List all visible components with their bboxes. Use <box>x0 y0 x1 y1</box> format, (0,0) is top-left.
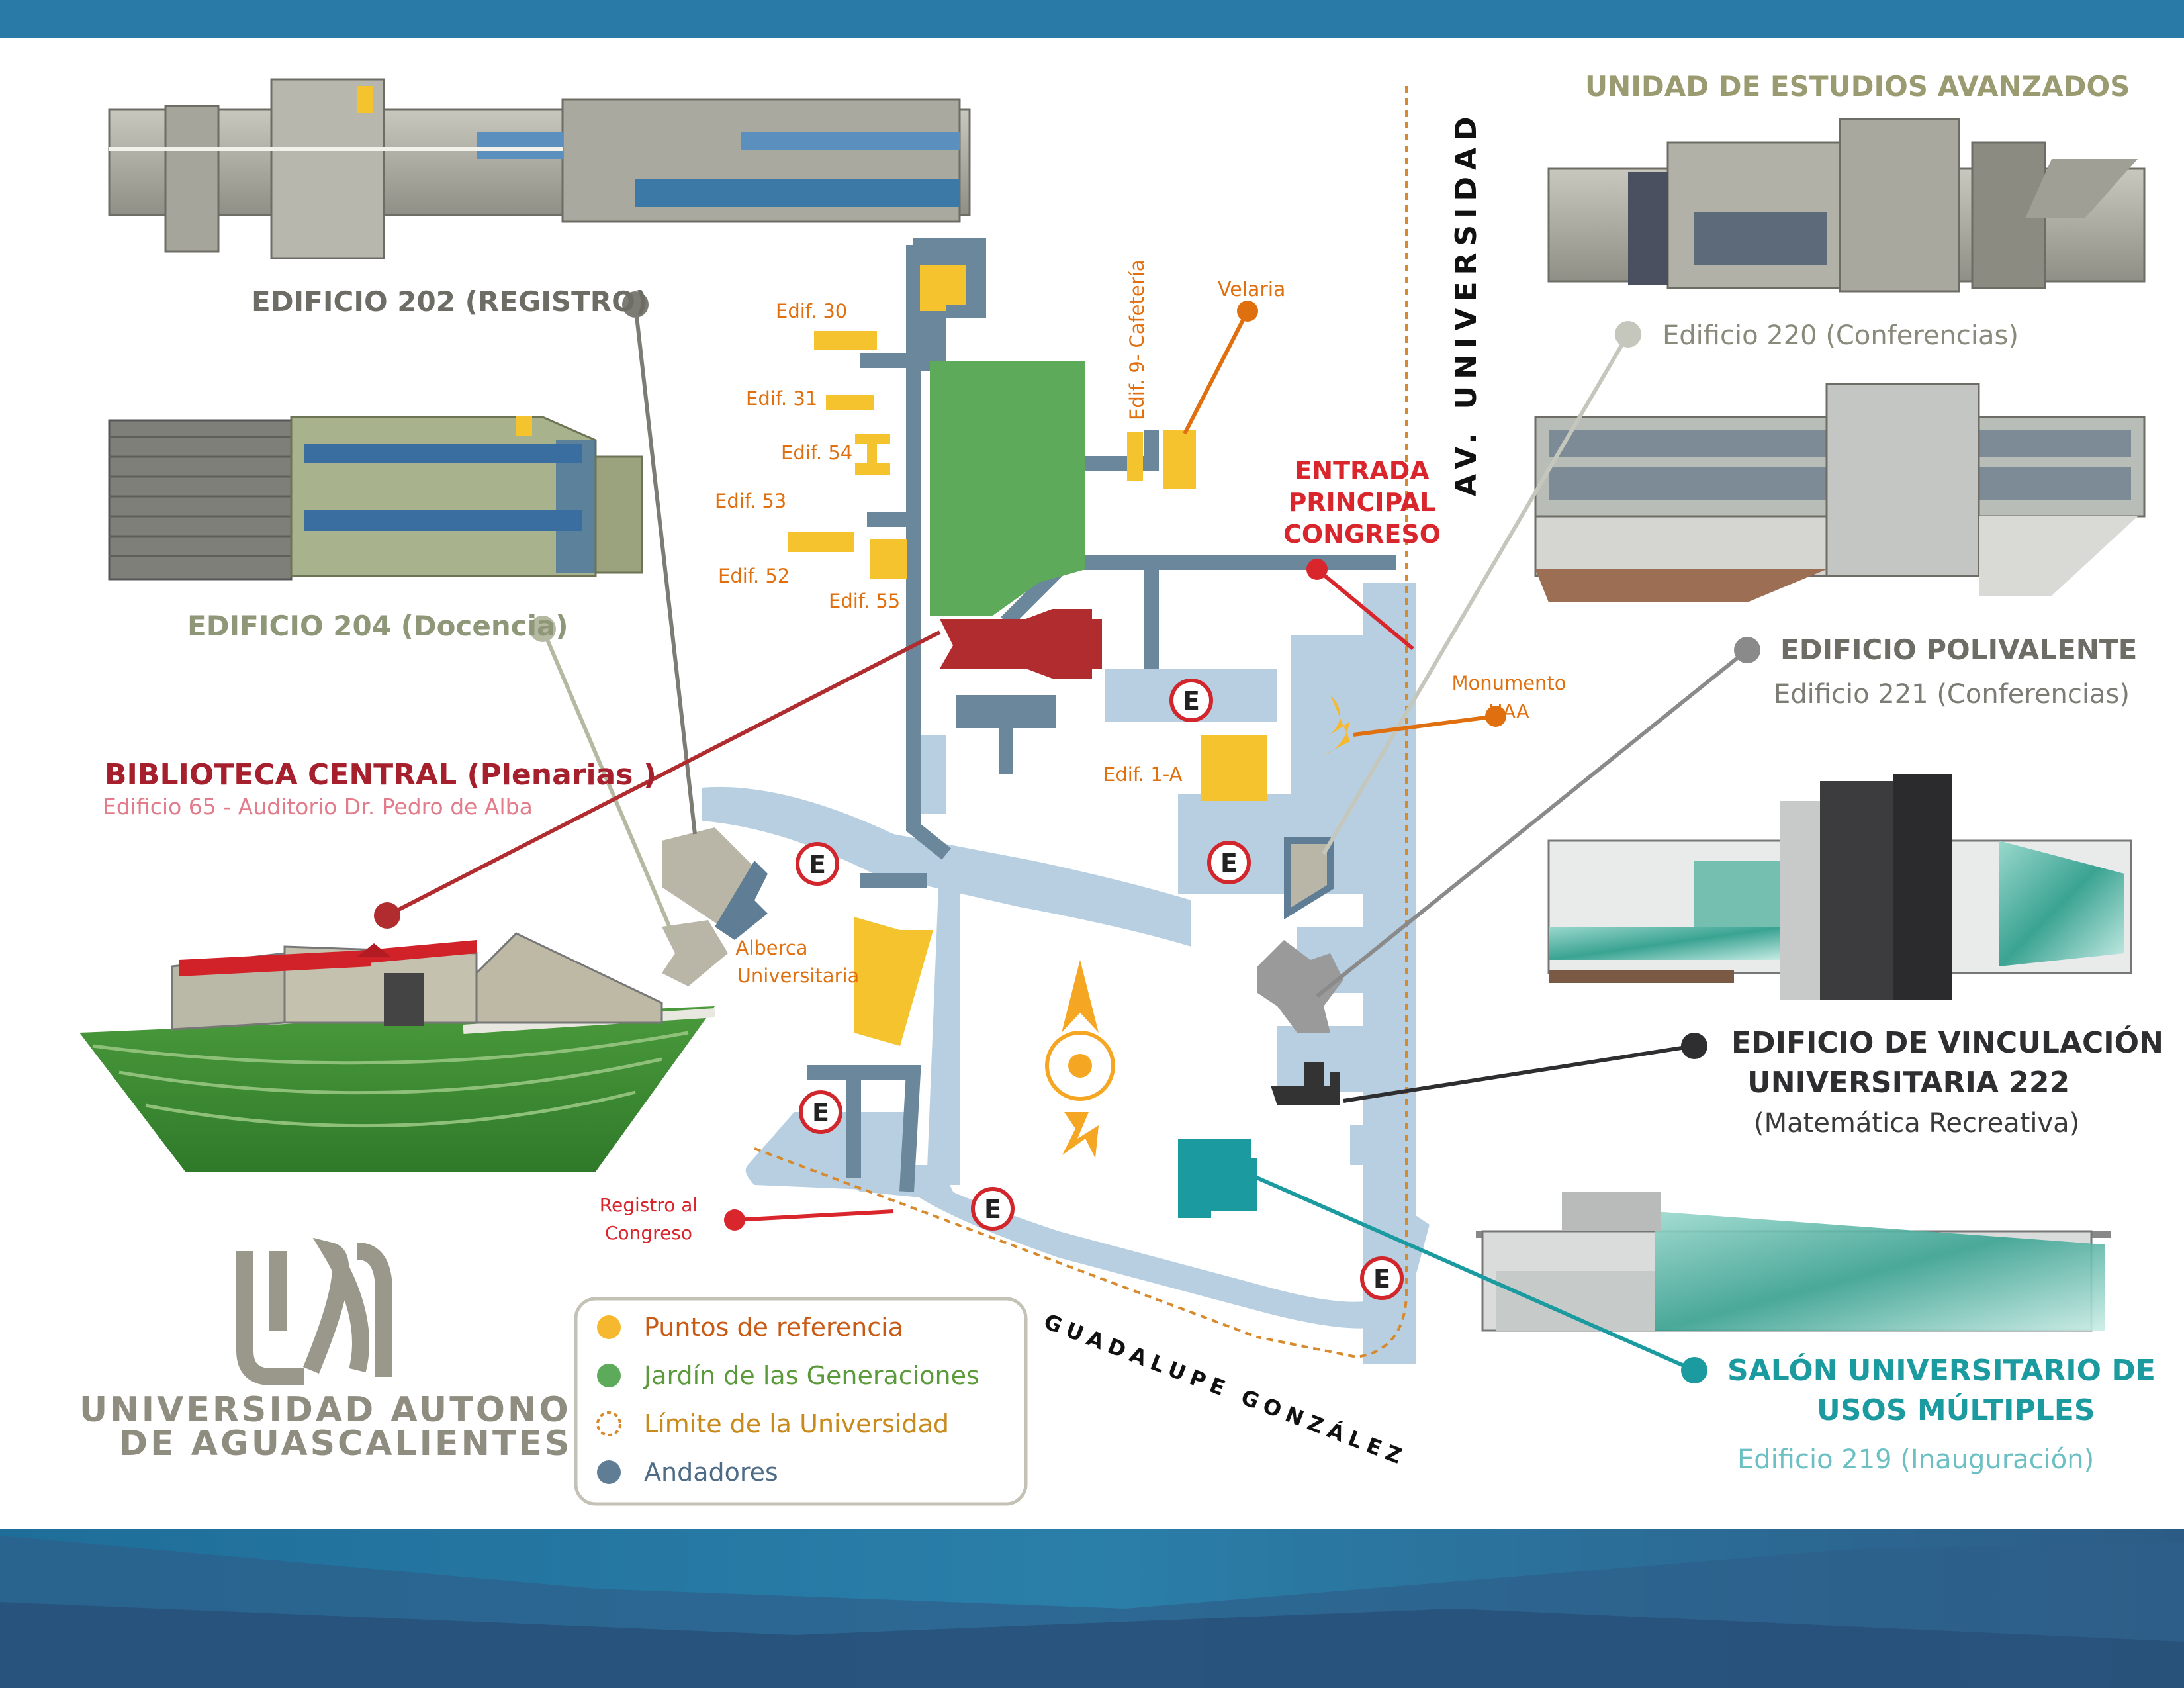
label-entrada-2: PRINCIPAL <box>1288 488 1435 517</box>
legend-label: Puntos de referencia <box>644 1313 903 1342</box>
label-registro-2: Congreso <box>605 1222 692 1244</box>
unidad-estudios-avanzados-illustration[interactable] <box>1547 118 2146 293</box>
legend-item-andadores: Andadores <box>597 1458 778 1487</box>
parking-letter: E <box>1220 849 1238 878</box>
university-boundary <box>754 86 1408 1359</box>
label-alberca-2: Universitaria <box>737 964 860 987</box>
leader-lines <box>386 304 1749 1372</box>
edificio-219-illustration[interactable] <box>1476 1192 2111 1332</box>
label-biblioteca: BIBLIOTECA CENTRAL (Plenarias ) <box>105 758 657 792</box>
legend-item-referencia: Puntos de referencia <box>597 1313 903 1342</box>
logo-text-1: UNIVERSIDAD AUTONOMA <box>79 1390 637 1430</box>
legend: Puntos de referencia Jardín de las Gener… <box>574 1297 1028 1506</box>
label-entrada-1: ENTRADA <box>1295 456 1430 485</box>
label-polivalente: EDIFICIO POLIVALENTE <box>1780 633 2137 666</box>
label-av-universidad: AV. UNIVERSIDAD <box>1449 110 1483 496</box>
top-band <box>0 0 2184 38</box>
edificio-220-illustration[interactable] <box>1534 383 2146 602</box>
label-edif-55: Edif. 55 <box>829 590 900 612</box>
jardin-generaciones[interactable] <box>930 361 1085 616</box>
legend-item-jardin: Jardín de las Generaciones <box>597 1361 979 1390</box>
leader-dots <box>374 291 1760 1383</box>
label-edif-53: Edif. 53 <box>715 490 786 512</box>
label-edif-52: Edif. 52 <box>718 565 790 587</box>
label-biblioteca-sub: Edificio 65 - Auditorio Dr. Pedro de Alb… <box>103 794 533 820</box>
label-vinculacion-3: (Matemática Recreativa) <box>1754 1108 2079 1139</box>
label-unidad-estudios: UNIDAD DE ESTUDIOS AVANZADOS <box>1585 70 2130 103</box>
parking-letter: E <box>984 1195 1001 1224</box>
label-salon-1: SALÓN UNIVERSITARIO DE <box>1727 1352 2156 1387</box>
gray-buildings <box>662 827 1343 1218</box>
parking-icon: E <box>1169 679 1213 722</box>
parking-letter: E <box>1183 686 1200 716</box>
legend-item-limite: Límite de la Universidad <box>596 1409 949 1438</box>
label-edificio-219: Edificio 219 (Inauguración) <box>1737 1444 2094 1475</box>
edificio-204-illustration[interactable] <box>108 416 643 581</box>
parking-markers[interactable]: E E E E E E <box>796 679 1404 1300</box>
label-edificio-221: Edificio 221 (Conferencias) <box>1774 679 2130 710</box>
label-guadalupe-gonzalez: GUADALUPE GONZÁLEZ <box>1040 1309 1411 1471</box>
label-registro-1: Registro al <box>600 1194 698 1216</box>
edificio-202-illustration[interactable] <box>108 78 971 259</box>
uaa-logo: UNIVERSIDAD AUTONOMA DE AGUASCALIENTES <box>79 1237 637 1464</box>
label-entrada-3: CONGRESO <box>1283 520 1441 549</box>
parking-icon: E <box>799 1090 842 1134</box>
parking-icon: E <box>1207 841 1251 884</box>
label-monumento-1: Monumento <box>1451 672 1566 694</box>
label-edificio-202: EDIFICIO 202 (REGISTRO) <box>251 285 648 318</box>
legend-swatch-jardin <box>597 1364 621 1387</box>
biblioteca-illustration[interactable] <box>79 932 715 1172</box>
parking-icon: E <box>796 842 839 886</box>
logo-text-2: DE AGUASCALIENTES <box>119 1424 572 1464</box>
parking-icon: E <box>971 1187 1015 1231</box>
monumento-icon[interactable] <box>1324 695 1350 755</box>
label-edificio-220: Edificio 220 (Conferencias) <box>1662 320 2019 351</box>
bottom-band <box>0 1529 2184 1688</box>
edificio-221-illustration[interactable] <box>1547 774 2132 1000</box>
label-edif-1a: Edif. 1-A <box>1103 763 1183 786</box>
north-compass-icon <box>1045 960 1115 1158</box>
label-velaria: Velaria <box>1218 278 1285 301</box>
label-monumento-2: UAA <box>1488 700 1529 723</box>
label-edif-31: Edif. 31 <box>746 387 817 410</box>
label-edif-9: Edif. 9- Cafetería <box>1126 260 1148 421</box>
label-vinculacion-1: EDIFICIO DE VINCULACIÓN <box>1731 1025 2163 1060</box>
parking-letter: E <box>812 1098 829 1127</box>
label-alberca-1: Alberca <box>735 937 807 959</box>
legend-swatch-limite <box>596 1411 621 1436</box>
uaa-logo-mark-icon <box>236 1237 392 1385</box>
legend-label: Andadores <box>644 1458 778 1487</box>
parking-letter: E <box>1373 1264 1390 1293</box>
parking-letter: E <box>809 850 826 879</box>
legend-label: Jardín de las Generaciones <box>643 1361 979 1390</box>
label-salon-2: USOS MÚLTIPLES <box>1817 1392 2095 1427</box>
label-vinculacion-2: UNIVERSITARIA 222 <box>1747 1066 2070 1100</box>
reference-buildings <box>788 265 1267 1046</box>
label-edif-30: Edif. 30 <box>776 300 847 322</box>
parking-icon: E <box>1360 1256 1404 1300</box>
label-edif-54: Edif. 54 <box>781 442 852 464</box>
legend-label: Límite de la Universidad <box>644 1409 949 1438</box>
biblioteca-map-building[interactable] <box>940 609 1102 679</box>
legend-swatch-andadores <box>597 1460 621 1484</box>
label-edificio-204: EDIFICIO 204 (Docencia) <box>187 610 569 642</box>
legend-swatch-referencia <box>597 1315 621 1339</box>
